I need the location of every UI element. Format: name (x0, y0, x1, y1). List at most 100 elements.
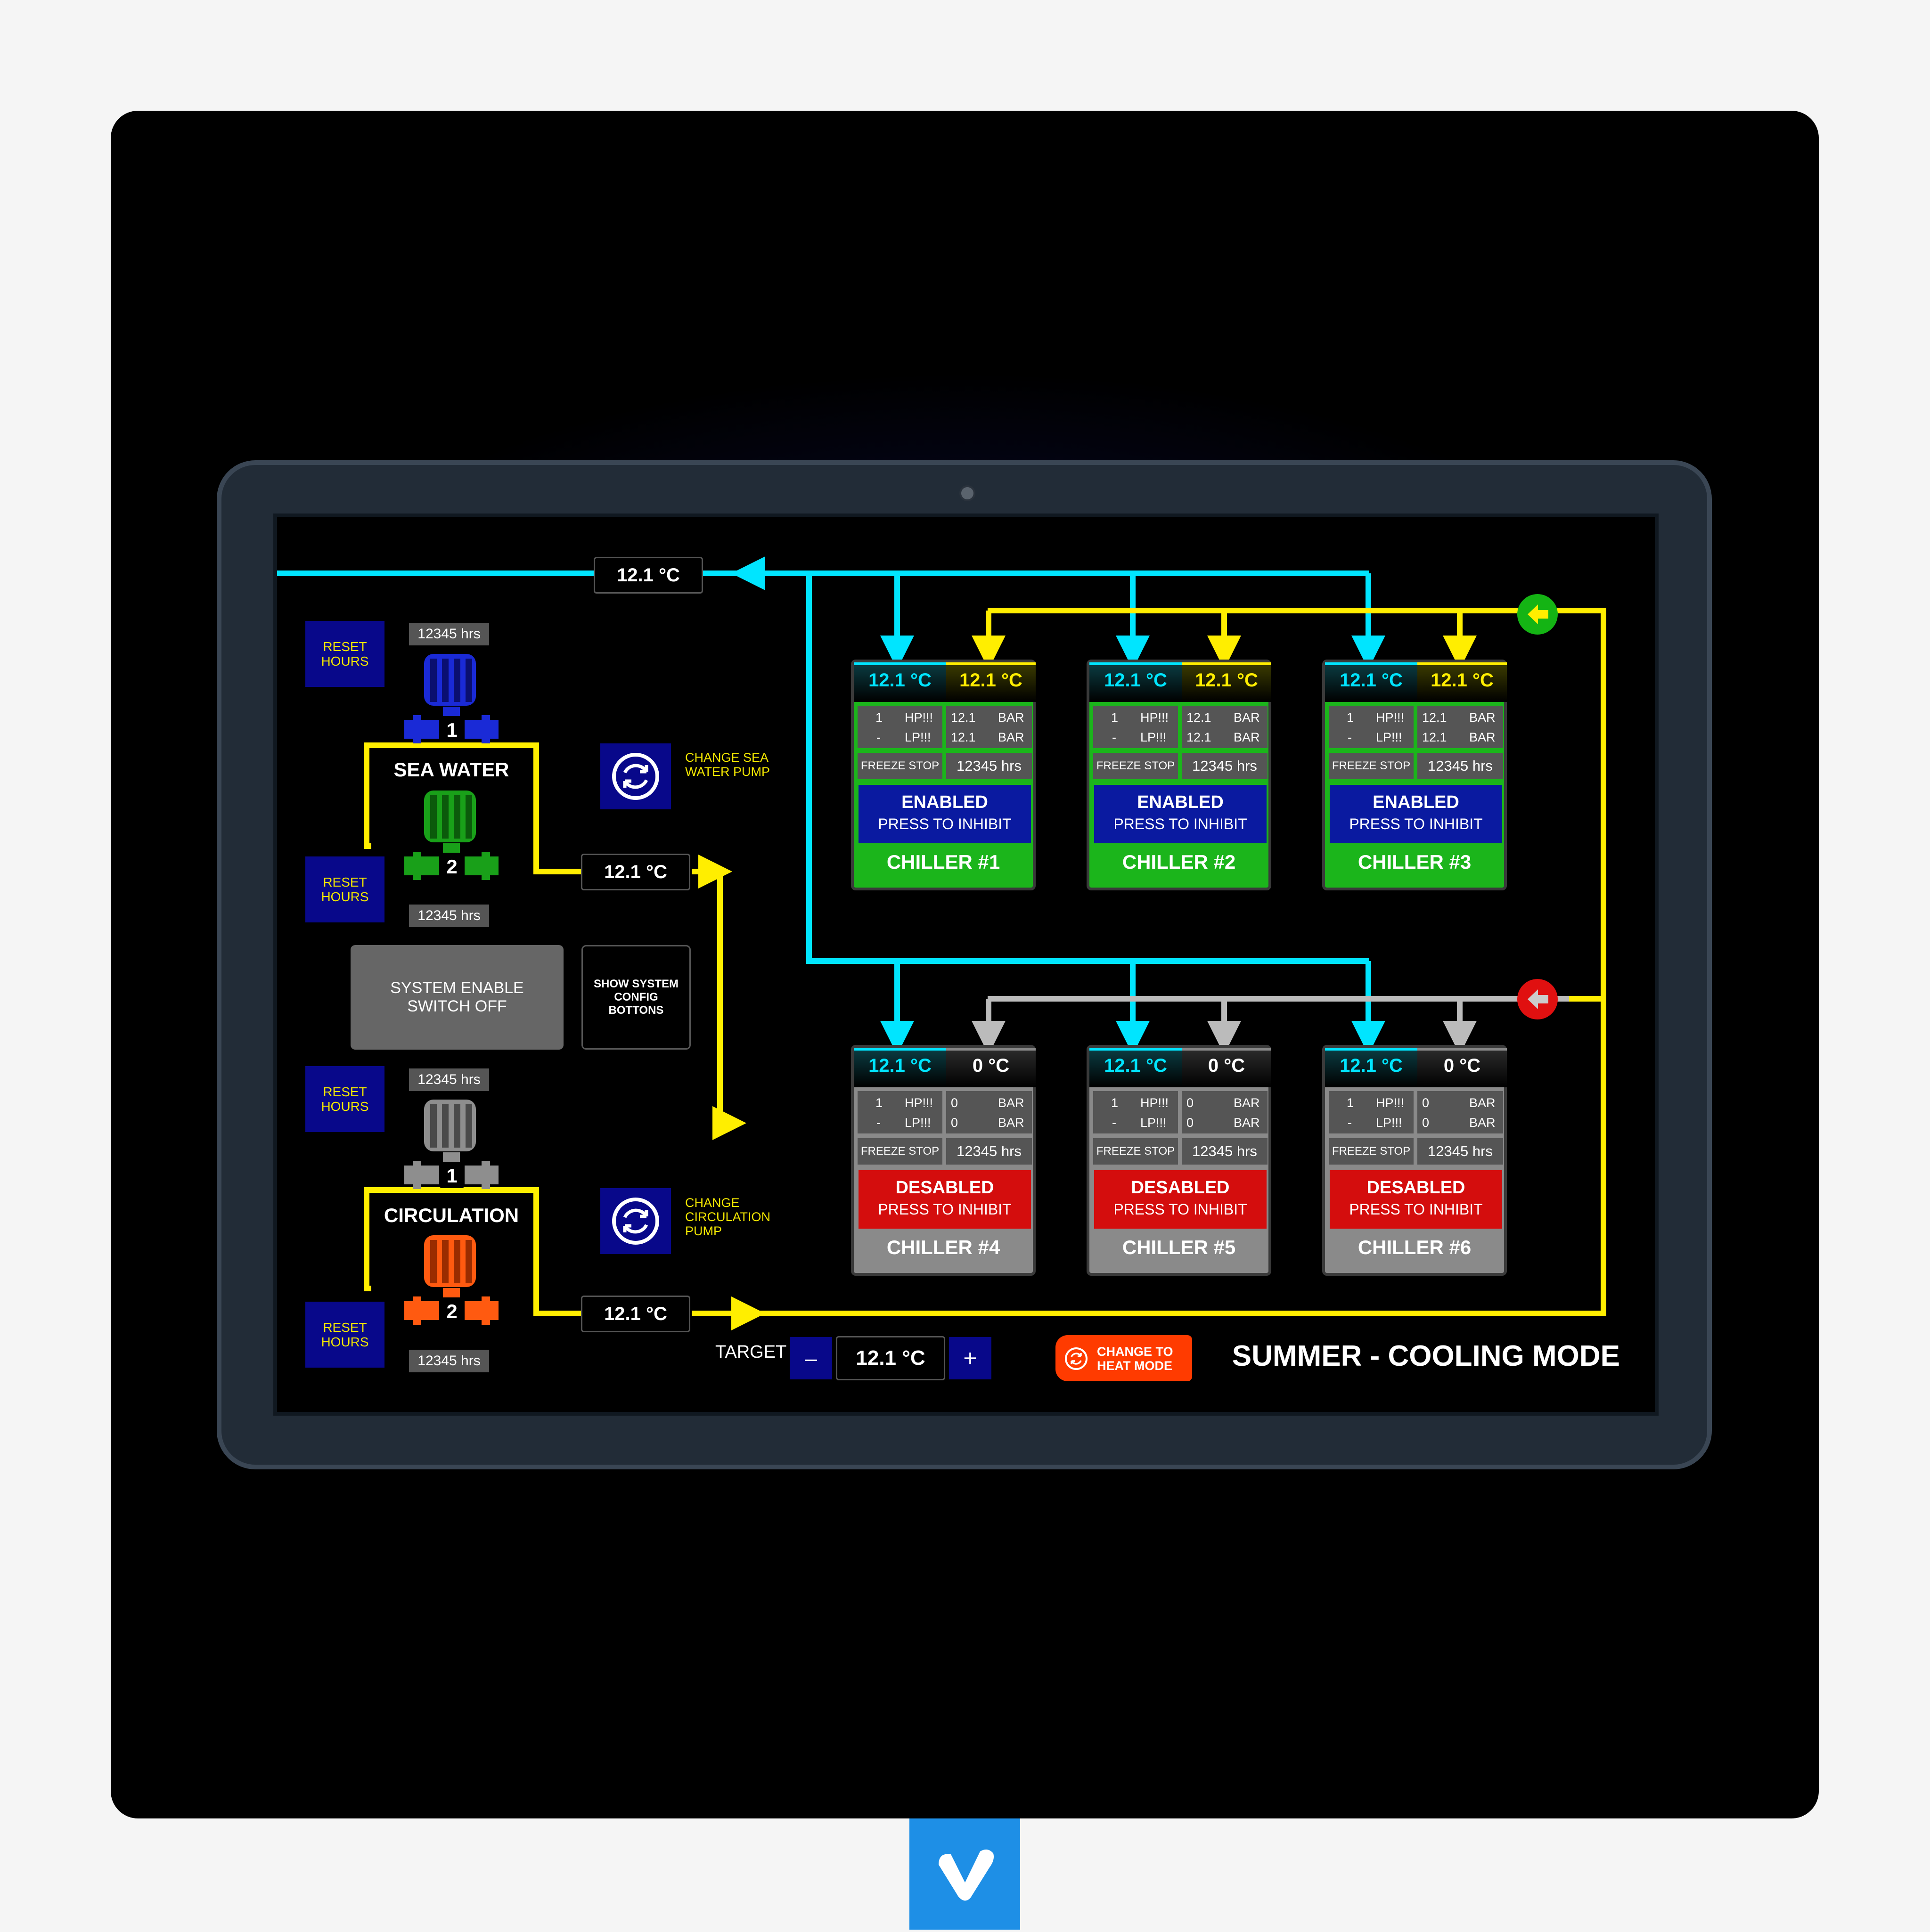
circulation-pump1-reset-button[interactable]: RESET HOURS (305, 1066, 384, 1132)
chiller-outlet-temp: 12.1 °C (1195, 670, 1258, 691)
chiller-freeze-stop: FREEZE STOP (858, 753, 942, 779)
chiller-hp-unit: BAR (1469, 710, 1496, 725)
change-circulation-pump-button[interactable] (600, 1188, 671, 1254)
chiller-card: 12.1 °C 0 °C 1 HP!!! - LP!!! 0 BAR 0 BAR… (851, 1045, 1036, 1276)
chiller-inlet-temp: 12.1 °C (1104, 1055, 1167, 1076)
chiller-lp-unit: BAR (998, 1116, 1024, 1130)
change-circulation-pump-label: CHANGE CIRCULATION PUMP (685, 1196, 771, 1238)
chiller-pressure-cell: 0 BAR 0 BAR (1182, 1091, 1268, 1133)
circulation-pump2-hours: 12345 hrs (409, 1350, 489, 1372)
sea-water-pump2-reset-button[interactable]: RESET HOURS (305, 856, 384, 922)
circulation-label: CIRCULATION (384, 1204, 519, 1226)
chiller-alarm-cell: 1 HP!!! - LP!!! (1093, 1091, 1178, 1133)
chiller-name: CHILLER #3 (1358, 851, 1472, 873)
change-sea-water-pump-button[interactable] (600, 743, 671, 809)
chiller-hp-label: HP!!! (1376, 1096, 1405, 1110)
circulation-pump1-icon[interactable] (404, 1100, 499, 1194)
chiller-outlet-header (1182, 1048, 1271, 1087)
system-enable-button[interactable]: SYSTEM ENABLE SWITCH OFF (351, 945, 564, 1050)
mode-title: SUMMER - COOLING MODE (1232, 1340, 1620, 1372)
chiller-lp-label: LP!!! (1376, 730, 1402, 744)
chiller-status: DESABLED (1366, 1178, 1465, 1198)
chiller-lp-label: LP!!! (1376, 1116, 1402, 1130)
chiller-lp-label: LP!!! (1140, 730, 1167, 744)
chiller-status-button[interactable]: ENABLED PRESS TO INHIBIT (1330, 785, 1502, 843)
chiller-lp-count: - (1112, 1116, 1116, 1130)
chiller-outlet-header (1417, 662, 1507, 702)
chiller-outlet-temp: 12.1 °C (959, 670, 1022, 691)
chiller-hp-count: 1 (1347, 1096, 1354, 1110)
chiller-hp-unit: BAR (1234, 1096, 1260, 1110)
change-mode-button[interactable]: CHANGE TO HEAT MODE (1055, 1335, 1192, 1381)
chiller-outlet-temp: 0 °C (1443, 1055, 1481, 1076)
chiller-alarm-cell: 1 HP!!! - LP!!! (858, 706, 942, 748)
chiller-hp-value: 12.1 (1422, 710, 1447, 725)
chiller-freeze-stop: FREEZE STOP (1329, 753, 1414, 779)
chiller-lp-value: 12.1 (951, 730, 976, 744)
chiller-hp-count: 1 (1111, 710, 1119, 725)
target-temp-display: 12.1 °C (836, 1336, 945, 1380)
chiller-inlet-temp: 12.1 °C (1340, 670, 1403, 691)
chiller-inlet-header (1089, 1048, 1182, 1087)
chiller-inlet-temp: 12.1 °C (868, 1055, 932, 1076)
chiller-hp-label: HP!!! (905, 710, 933, 725)
show-config-button[interactable]: SHOW SYSTEM CONFIG BOTTONS (581, 945, 691, 1050)
circulation-pump1-number: 1 (446, 1165, 458, 1187)
chiller-status-button[interactable]: ENABLED PRESS TO INHIBIT (1094, 785, 1267, 843)
chiller-freeze-stop: FREEZE STOP (1329, 1138, 1414, 1165)
sea-water-pump1-hours: 12345 hrs (409, 623, 489, 645)
chiller-lp-label: LP!!! (905, 730, 931, 744)
chiller-grid: 12.1 °C 12.1 °C 1 HP!!! - LP!!! 12.1 BAR… (277, 517, 1655, 1412)
chiller-status-button[interactable]: ENABLED PRESS TO INHIBIT (859, 785, 1031, 843)
chiller-lp-value: 12.1 (1422, 730, 1447, 744)
chiller-freeze-stop: FREEZE STOP (858, 1138, 942, 1165)
chiller-alarm-cell: 1 HP!!! - LP!!! (1329, 1091, 1414, 1133)
v-logo-icon (909, 1818, 1020, 1930)
chiller-inlet-temp: 12.1 °C (868, 670, 932, 691)
sea-water-pump1-icon[interactable] (404, 654, 499, 748)
chiller-lp-value: 0 (951, 1116, 958, 1130)
chiller-lp-unit: BAR (1469, 730, 1496, 744)
chiller-inlet-header (1325, 1048, 1417, 1087)
circulation-pump2-icon[interactable] (404, 1235, 499, 1329)
chiller-lp-value: 0 (1422, 1116, 1430, 1130)
sea-water-pump2-icon[interactable] (404, 791, 499, 885)
chiller-hp-label: HP!!! (1376, 710, 1405, 725)
chiller-status-button[interactable]: DESABLED PRESS TO INHIBIT (1094, 1170, 1267, 1229)
chiller-hours: 12345 hrs (1182, 753, 1268, 779)
target-increase-button[interactable]: + (949, 1337, 991, 1379)
chiller-card: 12.1 °C 12.1 °C 1 HP!!! - LP!!! 12.1 BAR… (1322, 660, 1507, 890)
chiller-action: PRESS TO INHIBIT (1113, 1201, 1247, 1218)
chiller-lp-unit: BAR (998, 730, 1024, 744)
chiller-status-button[interactable]: DESABLED PRESS TO INHIBIT (859, 1170, 1031, 1229)
target-decrease-button[interactable]: – (790, 1337, 832, 1379)
chiller-alarm-cell: 1 HP!!! - LP!!! (1093, 706, 1178, 748)
chiller-hp-unit: BAR (998, 710, 1024, 725)
chiller-card: 12.1 °C 12.1 °C 1 HP!!! - LP!!! 12.1 BAR… (851, 660, 1036, 890)
swap-icon (1065, 1347, 1088, 1370)
chiller-card: 12.1 °C 12.1 °C 1 HP!!! - LP!!! 12.1 BAR… (1087, 660, 1271, 890)
chiller-hp-count: 1 (875, 1096, 883, 1110)
chiller-status-button[interactable]: DESABLED PRESS TO INHIBIT (1330, 1170, 1502, 1229)
chiller-hp-value: 0 (1186, 1096, 1194, 1110)
sea-water-pump1-number: 1 (446, 719, 458, 741)
chiller-lp-unit: BAR (1234, 730, 1260, 744)
chiller-alarm-cell: 1 HP!!! - LP!!! (1329, 706, 1414, 748)
chiller-lp-count: - (1112, 730, 1116, 744)
chiller-inlet-temp: 12.1 °C (1340, 1055, 1403, 1076)
chiller-hp-unit: BAR (998, 1096, 1024, 1110)
chiller-hp-value: 0 (1422, 1096, 1430, 1110)
chiller-name: CHILLER #1 (886, 851, 1000, 873)
sea-water-pump1-reset-button[interactable]: RESET HOURS (305, 621, 384, 687)
sea-water-pump2-number: 2 (446, 856, 458, 878)
chiller-pressure-cell: 0 BAR 0 BAR (1417, 1091, 1503, 1133)
chiller-pressure-cell: 0 BAR 0 BAR (946, 1091, 1032, 1133)
chiller-lp-label: LP!!! (905, 1116, 931, 1130)
green-arrow-left-icon (1517, 594, 1558, 635)
circulation-temp-display: 12.1 °C (581, 1296, 690, 1332)
chiller-lp-count: - (876, 730, 881, 744)
chiller-lp-count: - (1348, 1116, 1352, 1130)
chiller-action: PRESS TO INHIBIT (878, 815, 1012, 832)
circulation-pump2-number: 2 (446, 1300, 458, 1322)
circulation-pump2-reset-button[interactable]: RESET HOURS (305, 1302, 384, 1368)
